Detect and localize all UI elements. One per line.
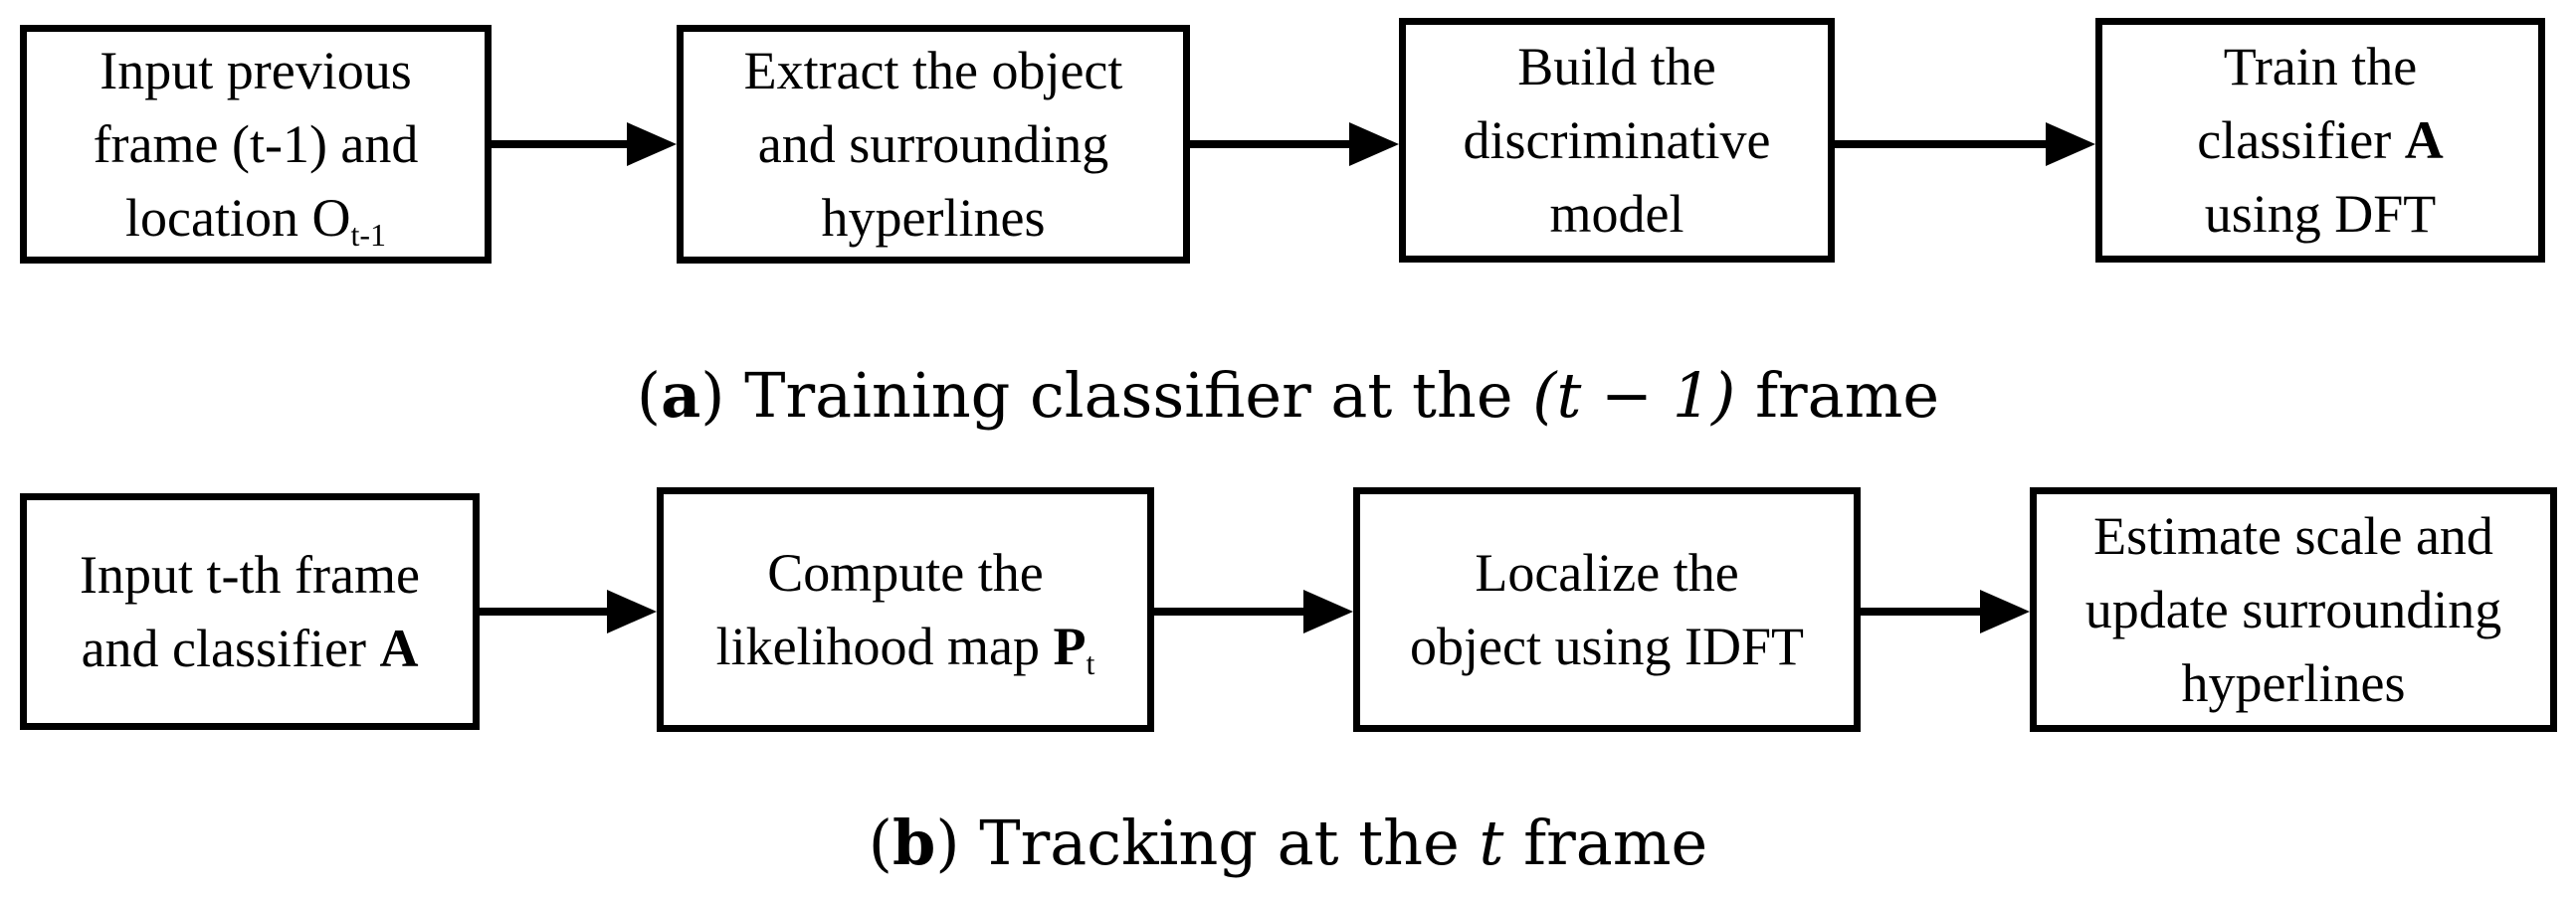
box-line: Extract the object <box>743 41 1123 100</box>
box-estimate-scale: Estimate scale and update surrounding hy… <box>2030 487 2557 732</box>
caption-tag: a <box>661 359 701 432</box>
box-localize-object: Localize the object using IDFT <box>1353 487 1861 732</box>
box-extract-object: Extract the object and surrounding hyper… <box>677 25 1190 264</box>
box-line: object using IDFT <box>1410 617 1804 676</box>
box-line: Localize the <box>1475 543 1739 603</box>
box-line: update surrounding <box>2084 580 2502 639</box>
caption-text-after: frame <box>1503 807 1708 879</box>
box-line: Compute the <box>767 543 1044 603</box>
arrow-b1 <box>480 582 657 641</box>
bold-symbol: A <box>2404 110 2444 170</box>
box-line-classifier: and classifier A <box>81 619 419 678</box>
subscript: t <box>1086 645 1095 681</box>
box-line: Build the <box>1517 37 1716 96</box>
bold-symbol: A <box>379 619 419 678</box>
box-line: and surrounding <box>757 114 1109 174</box>
arrow-b2 <box>1154 582 1353 641</box>
subscript: t-1 <box>350 217 386 253</box>
box-compute-likelihood-map: Compute the likelihood map Pt <box>657 487 1154 732</box>
box-input-previous-frame: Input previous frame (t-1) and location … <box>20 25 492 264</box>
box-train-classifier: Train the classifier A using DFT <box>2095 18 2545 263</box>
caption-text: Tracking at the <box>979 807 1480 879</box>
box-line-classifier: classifier A <box>2197 110 2444 170</box>
caption-text: Training classifier at the <box>744 359 1533 432</box>
caption-math: t <box>1479 807 1504 879</box>
caption-math: (t − 1) <box>1532 359 1736 432</box>
box-line: Input previous <box>99 41 412 100</box>
box-input-tth-frame: Input t-th frame and classifier A <box>20 493 480 730</box>
caption-b: (b) Tracking at the t frame <box>868 807 1708 879</box>
caption-a: (a) Training classifier at the (t − 1) f… <box>636 359 1940 432</box>
box-line: model <box>1549 184 1684 244</box>
box-line: hyperlines <box>821 188 1046 248</box>
arrow-a1 <box>492 114 677 174</box>
box-line-location: location Ot-1 <box>125 188 386 253</box>
box-line: Train the <box>2223 37 2418 96</box>
arrow-a3 <box>1835 114 2095 174</box>
box-line: hyperlines <box>2181 653 2406 713</box>
box-line: discriminative <box>1463 110 1771 170</box>
box-line: frame (t-1) and <box>93 114 419 174</box>
caption-tag: b <box>892 807 936 879</box>
box-line-likelihood: likelihood map Pt <box>715 617 1095 681</box>
bold-symbol: P <box>1053 617 1087 676</box>
caption-text-after: frame <box>1735 359 1940 432</box>
box-line: Input t-th frame <box>80 545 420 605</box>
arrow-a2 <box>1190 114 1399 174</box>
box-build-discriminative-model: Build the discriminative model <box>1399 18 1835 263</box>
box-line: using DFT <box>2204 184 2437 244</box>
box-line: Estimate scale and <box>2093 506 2493 566</box>
arrow-b3 <box>1861 582 2030 641</box>
